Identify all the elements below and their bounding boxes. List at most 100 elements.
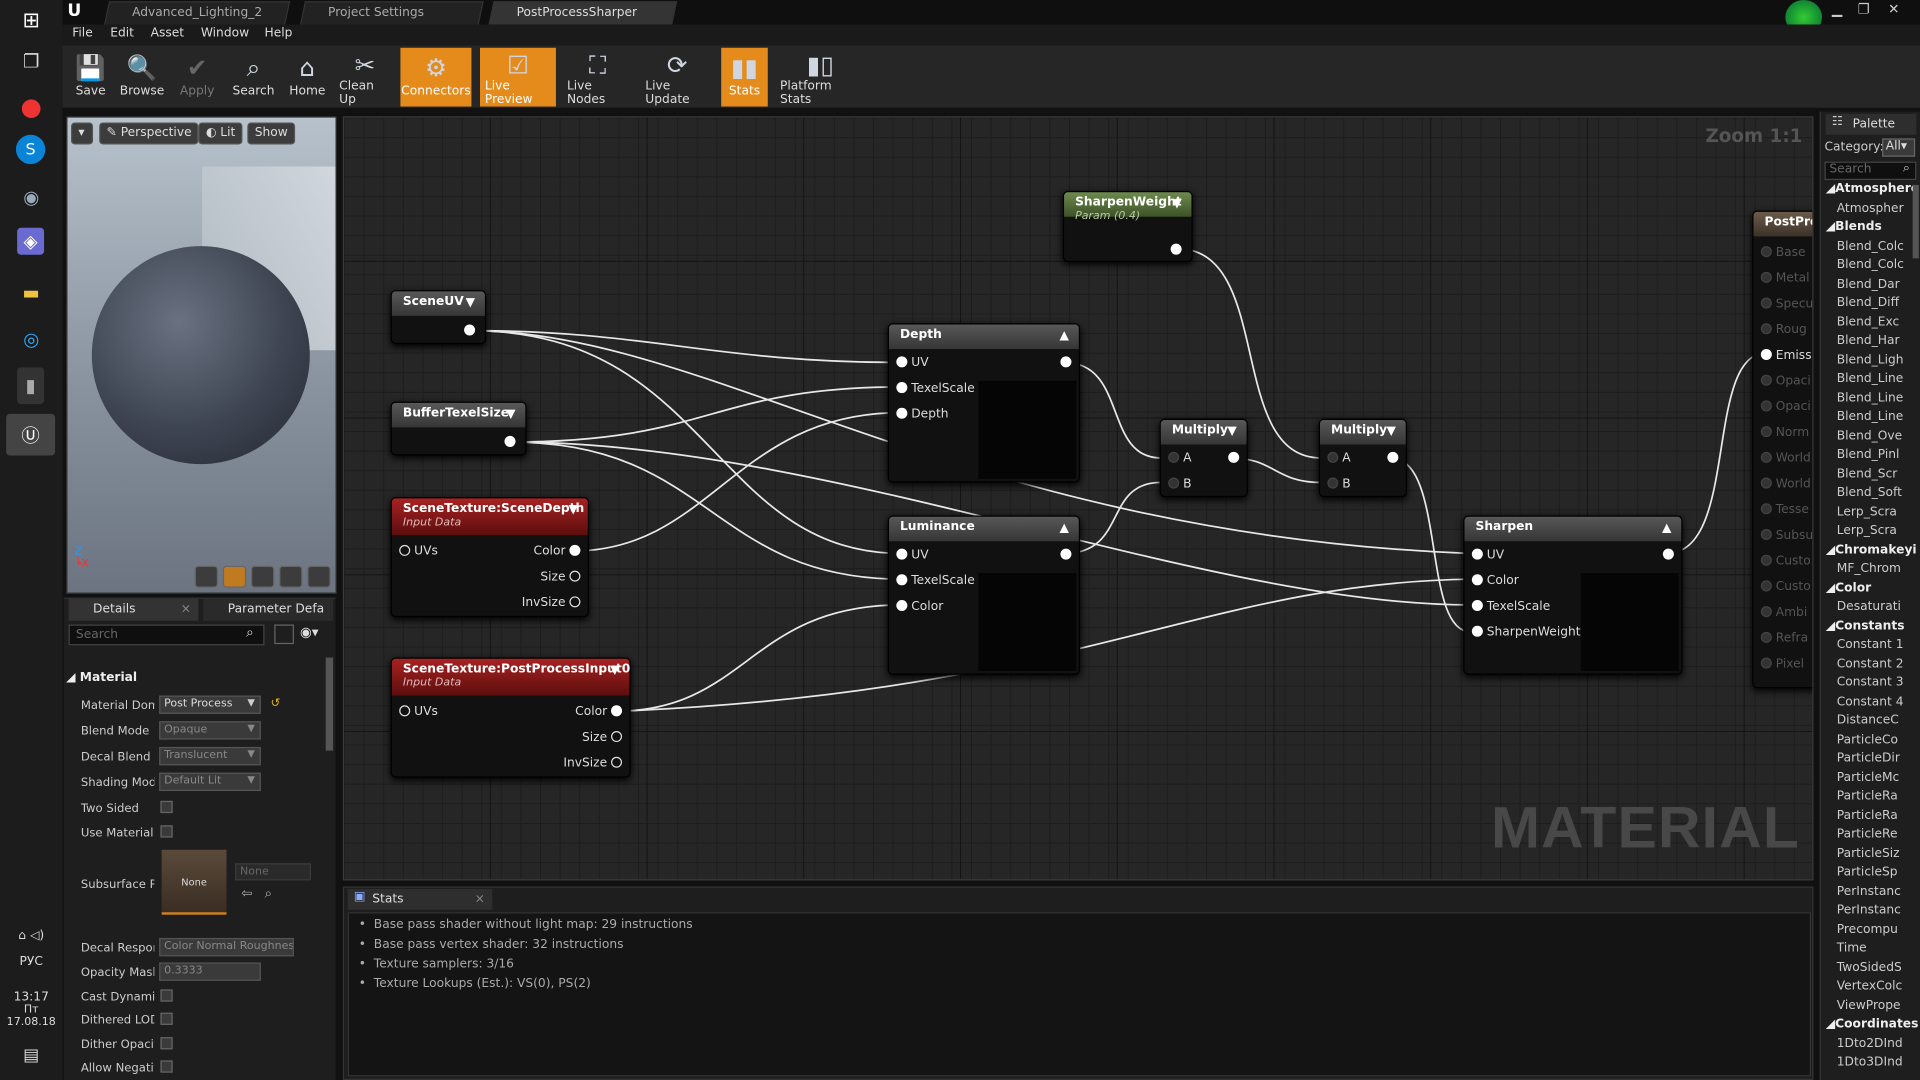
preview-mesh-button[interactable]: [307, 565, 331, 588]
output-pin[interactable]: [569, 570, 581, 582]
input-pin[interactable]: [399, 705, 411, 717]
menu-window[interactable]: Window: [200, 26, 250, 41]
output-pin[interactable]: [1662, 548, 1674, 560]
input-pin[interactable]: [1760, 503, 1772, 515]
eye-icon[interactable]: ◉▾: [300, 624, 319, 641]
output-pin[interactable]: [611, 756, 623, 768]
menu-asset[interactable]: Asset: [150, 26, 185, 41]
collapse-icon[interactable]: ▼: [465, 296, 476, 310]
input-pin[interactable]: [1760, 374, 1772, 386]
dithered-lod-checkbox[interactable]: [160, 1012, 173, 1025]
output-pin[interactable]: [1060, 356, 1072, 368]
collapse-icon[interactable]: ▼: [1172, 197, 1182, 211]
palette-item[interactable]: Blend_Line: [1836, 391, 1904, 405]
input-pin[interactable]: [1760, 348, 1772, 361]
output-pin[interactable]: [569, 544, 581, 556]
palette-item[interactable]: Precompu: [1836, 922, 1898, 937]
tab-palette[interactable]: Palette: [1825, 113, 1917, 135]
palette-item[interactable]: Time: [1836, 941, 1867, 956]
node-luminance[interactable]: Luminance▲ UV TexelScale Color: [887, 515, 1081, 675]
tray-icons[interactable]: ⌂ ◁): [18, 929, 45, 943]
section-material[interactable]: ◢ Material: [66, 671, 138, 685]
palette-item[interactable]: Blend_Soft: [1836, 486, 1902, 500]
cast-dynamic-checkbox[interactable]: [160, 989, 173, 1002]
input-pin[interactable]: [1760, 606, 1772, 618]
collapse-icon[interactable]: ▼: [1227, 424, 1237, 439]
tab-parameter-defaults[interactable]: Parameter Defa: [203, 598, 334, 621]
input-pin[interactable]: [1168, 451, 1180, 463]
input-pin[interactable]: [1760, 451, 1772, 463]
palette-scrollbar[interactable]: [1912, 184, 1919, 259]
palette-item[interactable]: Constant 4: [1836, 694, 1904, 709]
perspective-button[interactable]: ✎ Perspective: [99, 122, 199, 145]
output-node-pin[interactable]: Base: [1760, 246, 1806, 260]
palette-item[interactable]: 1Dto2DInd: [1836, 1036, 1903, 1051]
palette-item[interactable]: Lerp_Scra: [1836, 505, 1897, 519]
menu-file[interactable]: File: [72, 26, 93, 41]
input-pin[interactable]: [1760, 246, 1772, 258]
palette-item[interactable]: PerInstanc: [1836, 884, 1901, 899]
close-window-button[interactable]: ✕: [1888, 1, 1900, 18]
palette-item[interactable]: Blend_Ligh: [1836, 353, 1904, 367]
live-update-button[interactable]: ⟳Live Update: [640, 48, 713, 106]
palette-category[interactable]: ◢Atmosphere: [1825, 182, 1920, 196]
decal-blend-select[interactable]: Translucent: [159, 746, 261, 766]
output-node-pin[interactable]: Roug: [1760, 323, 1807, 337]
palette-item[interactable]: MF_Chrom: [1836, 562, 1901, 576]
palette-item[interactable]: TwoSidedS: [1836, 960, 1902, 975]
viewport-options-button[interactable]: ▾: [71, 122, 94, 145]
output-pin[interactable]: [504, 435, 516, 447]
output-node-pin[interactable]: Pixel: [1760, 657, 1804, 671]
output-node-pin[interactable]: Custo: [1760, 580, 1811, 594]
input-pin[interactable]: [896, 600, 908, 612]
use-material-attributes-checkbox[interactable]: [160, 825, 173, 838]
preview-cylinder-button[interactable]: [194, 565, 218, 588]
output-node-pin[interactable]: World: [1760, 451, 1811, 465]
palette-category[interactable]: ◢Constants: [1825, 618, 1905, 633]
file-explorer-icon[interactable]: ▬: [22, 281, 40, 304]
palette-item[interactable]: Constant 2: [1836, 656, 1904, 671]
preview-sphere-button[interactable]: [222, 565, 247, 588]
palette-item[interactable]: Blend_Exc: [1836, 315, 1900, 329]
collapse-icon[interactable]: ▼: [610, 663, 620, 678]
palette-item[interactable]: ParticleRa: [1836, 808, 1898, 823]
palette-item[interactable]: Blend_Line: [1836, 372, 1904, 386]
clock-time[interactable]: 13:17: [13, 990, 49, 1005]
input-pin[interactable]: [896, 356, 908, 368]
input-pin[interactable]: [1760, 323, 1772, 335]
show-button[interactable]: Show: [247, 122, 296, 145]
palette-item[interactable]: Atmospher: [1836, 201, 1904, 215]
node-depth[interactable]: Depth▲ UV TexelScale Depth: [887, 323, 1081, 483]
preview-plane-button[interactable]: [251, 565, 275, 588]
palette-item[interactable]: ParticleCo: [1836, 732, 1899, 747]
reset-icon[interactable]: ↺: [270, 696, 281, 711]
input-pin[interactable]: [1471, 548, 1483, 560]
menu-edit[interactable]: Edit: [110, 26, 134, 41]
palette-item[interactable]: Blend_Dar: [1836, 277, 1900, 291]
palette-category[interactable]: ◢Color: [1825, 581, 1872, 595]
input-pin[interactable]: [1471, 574, 1483, 586]
node-multiply-2[interactable]: Multiply▼ A B: [1318, 418, 1407, 498]
skype-icon[interactable]: S: [15, 134, 46, 165]
palette-item[interactable]: Desaturati: [1836, 600, 1901, 614]
input-pin[interactable]: [896, 407, 908, 419]
details-scrollbar[interactable]: [325, 657, 334, 751]
node-buffer-texel-size[interactable]: BufferTexelSize▼: [390, 401, 527, 456]
collapse-icon[interactable]: ▼: [1386, 424, 1396, 439]
input-pin[interactable]: [1760, 477, 1772, 489]
palette-item[interactable]: Blend_Pinl: [1836, 448, 1900, 462]
input-pin[interactable]: [896, 382, 908, 394]
output-pin[interactable]: [569, 596, 581, 608]
details-search-input[interactable]: Search: [68, 624, 265, 646]
lit-button[interactable]: ◐ Lit: [198, 122, 243, 145]
palette-item[interactable]: Constant 1: [1836, 637, 1904, 652]
output-node-pin[interactable]: Tesse: [1760, 503, 1809, 517]
collapse-icon[interactable]: ▼: [506, 407, 516, 422]
output-node-pin[interactable]: Subsu: [1760, 528, 1812, 542]
collapse-icon[interactable]: ▲: [1662, 521, 1672, 536]
node-scene-uv[interactable]: SceneUV▼: [390, 290, 487, 345]
collapse-icon[interactable]: ▲: [1059, 329, 1069, 343]
platform-stats-button[interactable]: ▮▯Platform Stats: [775, 48, 866, 106]
tab-advanced-lighting[interactable]: Advanced_Lighting_2: [104, 1, 291, 25]
